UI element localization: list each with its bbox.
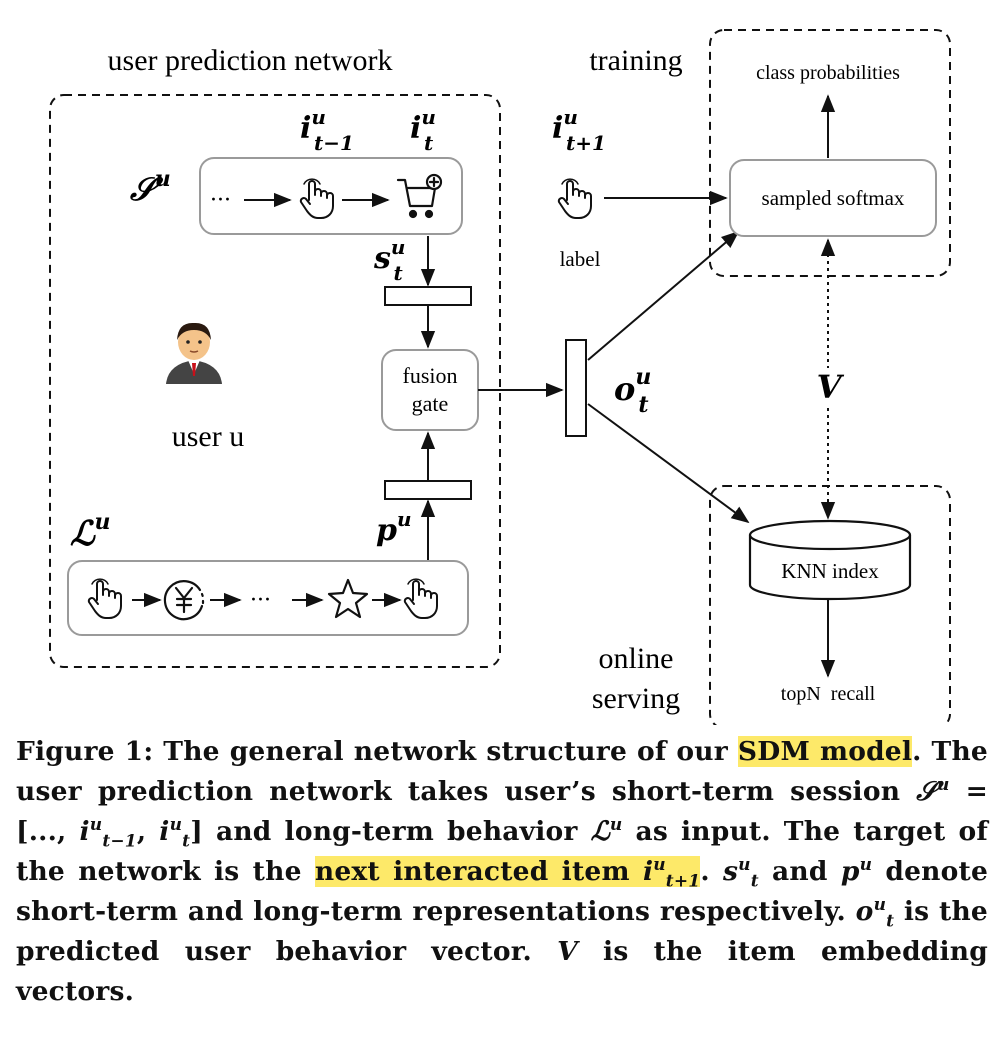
caption-text: ] and long-term behavior [190, 816, 591, 847]
item-embedding-label: V [817, 368, 845, 406]
short-term-ellipsis: ··· [210, 188, 231, 213]
highlight-sdm-model: SDM model [737, 736, 913, 767]
caption-math-i-t: iut [159, 815, 191, 852]
short-term-vector [384, 286, 472, 306]
caption-figure-label: Figure 1: The general network structure … [16, 736, 738, 767]
fusion-gate-label-line2: gate [412, 391, 449, 416]
click-hand-icon [403, 578, 438, 619]
knn-index-cylinder [748, 519, 912, 601]
caption-text: . [700, 856, 724, 887]
user-avatar-icon [166, 322, 222, 384]
online-serving-region [709, 485, 951, 725]
payment-icon [163, 580, 205, 621]
long-term-vector [384, 480, 472, 500]
caption-math-L: ℒu [590, 815, 623, 847]
user-label: user u [172, 420, 244, 453]
add-to-cart-icon [396, 173, 443, 219]
caption-math-S: 𝒮u [916, 775, 950, 807]
training-title: training [589, 44, 682, 77]
click-hand-icon [299, 178, 334, 219]
highlight-next-item: next interacted item iut+1 [314, 855, 701, 892]
long-term-sequence-box [67, 560, 469, 636]
caption-text: denote short-term and long-term represen… [16, 856, 989, 927]
label-text: label [560, 247, 601, 271]
short-term-session-symbol: 𝒮u [129, 166, 171, 208]
star-icon [327, 578, 369, 619]
long-term-representation-label: pu [376, 507, 412, 548]
caption-math-o: out [855, 895, 895, 932]
topn-recall-label: topN recall [781, 683, 876, 705]
figure-caption: Figure 1: The general network structure … [16, 736, 989, 1007]
sampled-softmax-label: sampled softmax [762, 186, 905, 210]
caption-math-i-t-1: iut−1 [79, 815, 137, 852]
caption-text: and [758, 856, 841, 887]
caption-math-p: pu [840, 855, 873, 887]
user-prediction-network-region [49, 94, 501, 668]
fusion-gate-box [381, 349, 479, 431]
long-term-ellipsis: ··· [250, 588, 271, 613]
caption-math-V: V [557, 936, 578, 967]
online-serving-title-line1: online [599, 642, 674, 675]
class-probabilities-label: class probabilities [756, 62, 900, 84]
caption-text: The user prediction network takes user’s… [16, 736, 988, 807]
output-to-softmax-arrow [587, 230, 740, 361]
caption-text: is the predicted user behavior vector. [16, 896, 988, 967]
fusion-gate-label-line1: fusion [403, 363, 458, 388]
click-hand-icon [557, 178, 592, 219]
short-term-sequence-box [199, 157, 463, 235]
user-behavior-vector [565, 339, 587, 437]
caption-math-s: sut [723, 855, 759, 892]
long-term-behavior-symbol: ℒu [70, 509, 111, 554]
caption-text: as input. The target of the network is t… [16, 816, 988, 887]
knn-index-label: KNN index [781, 559, 879, 583]
sampled-softmax-box [729, 159, 937, 237]
caption-text: is the item embedding vectors. [16, 936, 988, 1007]
output-to-knn-arrow [587, 403, 750, 524]
online-serving-title-line2: serving [592, 682, 680, 715]
click-hand-icon [87, 578, 122, 619]
caption-text: . [912, 736, 922, 767]
user-prediction-network-title: user prediction network [108, 44, 393, 77]
caption-text: = [..., [16, 776, 988, 847]
